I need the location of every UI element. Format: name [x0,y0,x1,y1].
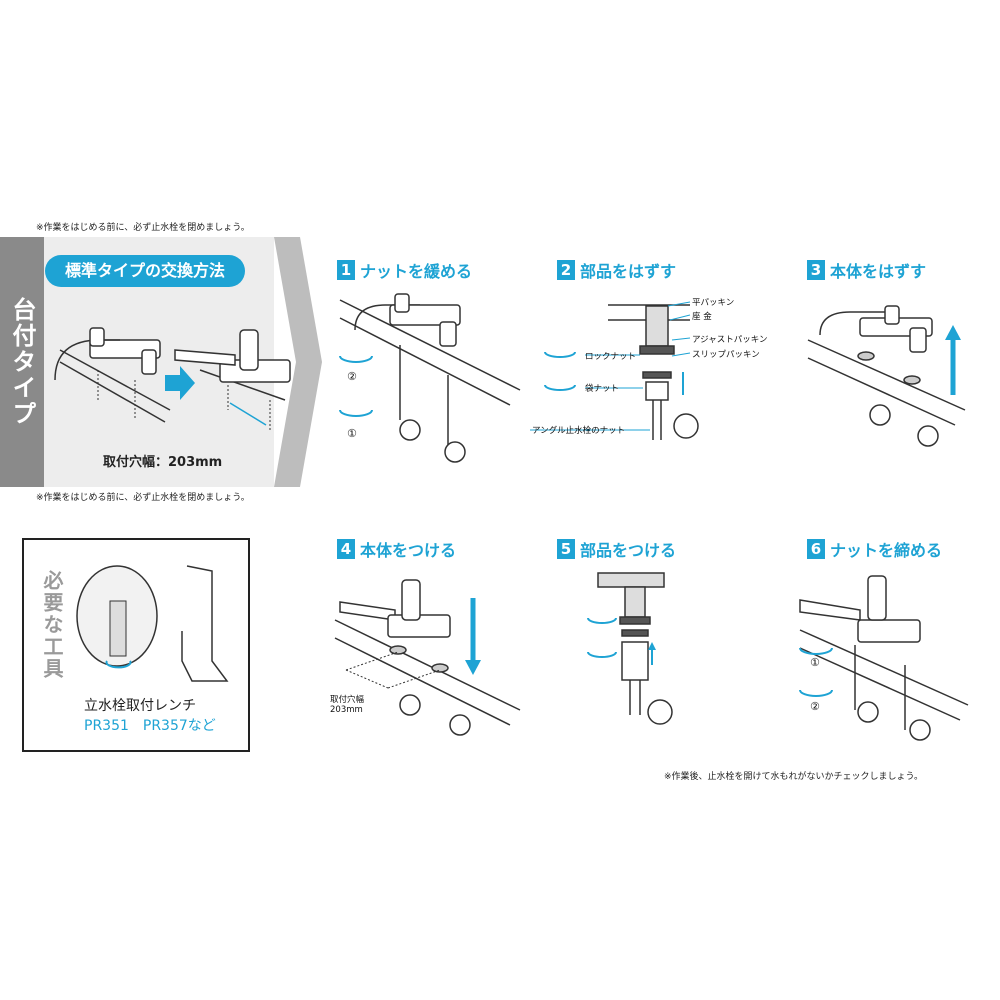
note-before-work-top: ※作業をはじめる前に、必ず止水栓を閉めましょう。 [36,223,250,233]
step-4-label: 本体をつける [360,541,457,560]
step-3-label: 本体をはずす [830,262,927,281]
part-washer: 座 金 [692,312,712,322]
note-before-work-middle: ※作業をはじめる前に、必ず止水栓を閉めましょう。 [36,493,250,503]
step-2-label: 部品をはずす [580,262,677,281]
tools-heading: 必要な工具 [40,570,64,680]
intro-title: 標準タイプの交換方法 [45,255,245,287]
tool-name: 立水栓取付レンチ [84,698,196,714]
hole-width-label: 取付穴幅：203mm [103,455,223,470]
tools-box: 必要な工具 立水栓取付レンチ PR351 PR357など [22,538,250,752]
step-4-number: 4 [337,539,355,559]
note-after-work: ※作業後、止水栓を開けて水もれがないかチェックしましょう。 [664,772,924,782]
step-1-label: ナットを緩める [360,262,473,281]
part-adjust-packing: アジャストパッキン [692,335,768,345]
step-1-label-2: ② [347,370,357,383]
part-lock-nut: ロックナット [585,352,637,362]
step-4-title: 4 本体をつける [337,537,456,561]
step-2-title: 2 部品をはずす [557,258,676,282]
side-tab: 台付タイプ [0,237,44,487]
part-slip-packing: スリップパッキン [692,350,760,360]
step-5-title: 5 部品をつける [557,537,676,561]
step-1-label-1: ① [347,427,357,440]
step-6-title: 6 ナットを締める [807,537,942,561]
side-tab-label: 台付タイプ [8,297,36,427]
step-6-label-2: ② [810,700,820,713]
step-4-hole-size: 203mm [330,705,363,715]
step-1-number: 1 [337,260,355,280]
part-angle-valve-nut: アングル止水栓のナット [532,426,626,436]
step-4-hole-label: 取付穴幅 [330,695,365,705]
step-6-label: ナットを締める [830,541,943,560]
wrench-illustration [76,565,229,682]
step-3-number: 3 [807,260,825,280]
tool-codes: PR351 PR357など [84,718,216,734]
step-6-number: 6 [807,539,825,559]
step-2-number: 2 [557,260,575,280]
step-1-title: 1 ナットを緩める [337,258,472,282]
step-6-label-1: ① [810,656,820,669]
step-5-number: 5 [557,539,575,559]
part-cap-nut: 袋ナット [585,384,620,394]
part-flat-packing: 平パッキン [692,298,735,308]
step-3-title: 3 本体をはずす [807,258,926,282]
step-5-label: 部品をつける [580,541,677,560]
